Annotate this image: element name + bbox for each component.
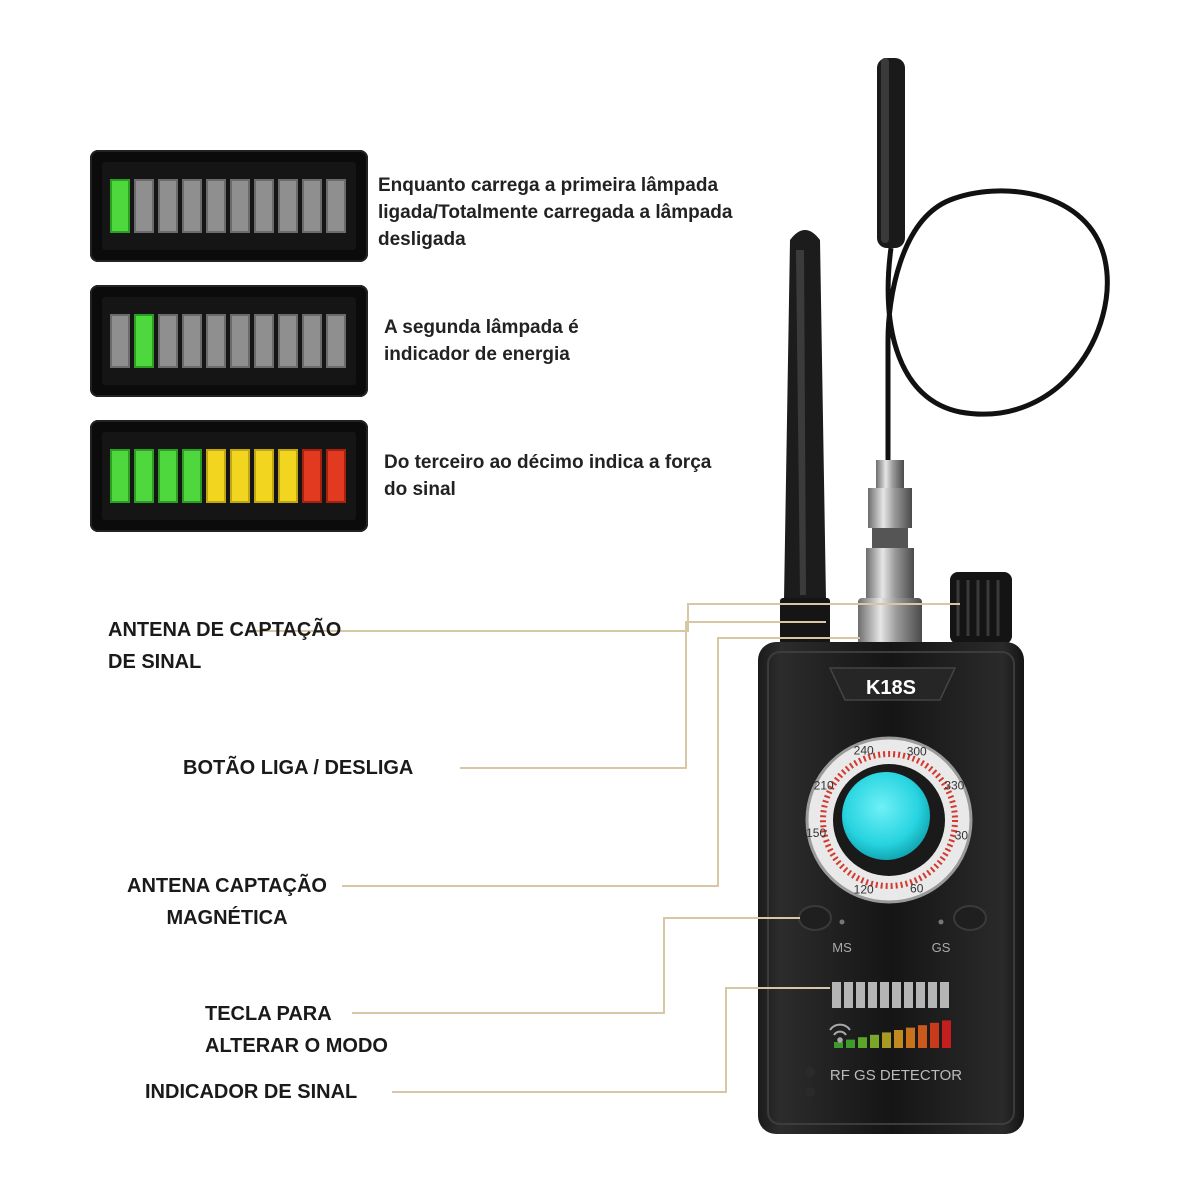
led-segment-green bbox=[182, 449, 202, 503]
led-segment-red bbox=[302, 449, 322, 503]
led-segment-green bbox=[110, 449, 130, 503]
device-led bbox=[844, 982, 853, 1008]
dial-mark: 240 bbox=[854, 743, 874, 757]
power-knob bbox=[950, 572, 1012, 644]
signal-bar bbox=[942, 1020, 951, 1048]
rf-antenna bbox=[780, 230, 830, 646]
signal-bar bbox=[906, 1027, 915, 1048]
dial-mark: 150 bbox=[806, 826, 826, 840]
led-segment-gray bbox=[230, 179, 250, 233]
device-led bbox=[904, 982, 913, 1008]
gs-label: GS bbox=[932, 940, 951, 955]
signal-bar bbox=[870, 1034, 879, 1048]
device-led bbox=[856, 982, 865, 1008]
led-segment-gray bbox=[302, 179, 322, 233]
led-segment-yellow bbox=[206, 449, 226, 503]
device-led bbox=[916, 982, 925, 1008]
led-segment-green bbox=[158, 449, 178, 503]
led-segment-gray bbox=[206, 314, 226, 368]
led-segment-gray bbox=[110, 314, 130, 368]
signal-bar bbox=[930, 1022, 939, 1048]
lens-dial bbox=[805, 736, 973, 904]
led-segment-gray bbox=[254, 314, 274, 368]
dial-mark: 30 bbox=[955, 828, 969, 842]
indicator-description-charging: Enquanto carrega a primeira lâmpada liga… bbox=[378, 175, 733, 250]
led-segment-yellow bbox=[278, 449, 298, 503]
led-segment-gray bbox=[278, 179, 298, 233]
led-segment-gray bbox=[326, 314, 346, 368]
led-segment-green bbox=[134, 449, 154, 503]
led-segment-gray bbox=[182, 179, 202, 233]
gs-button[interactable] bbox=[953, 905, 987, 931]
callout-magnetic-antenna: ANTENA CAPTAÇÃO MAGNÉTICA bbox=[127, 875, 327, 929]
led-segment-green bbox=[110, 179, 130, 233]
dial-mark: 120 bbox=[854, 883, 874, 897]
led-segment-red bbox=[326, 449, 346, 503]
dial-mark: 210 bbox=[814, 778, 834, 792]
device-led bbox=[940, 982, 949, 1008]
led-bar bbox=[102, 162, 356, 250]
indicator-panel-power bbox=[90, 285, 368, 397]
signal-strength-icon bbox=[834, 1020, 951, 1048]
led-segment-gray bbox=[278, 314, 298, 368]
leader-lines bbox=[248, 603, 960, 1093]
detector-label: RF GS DETECTOR bbox=[830, 1067, 962, 1084]
dial-mark: 60 bbox=[910, 882, 924, 896]
camera-lens-icon bbox=[842, 772, 930, 860]
signal-bar bbox=[834, 1042, 843, 1048]
dial-mark: 330 bbox=[944, 778, 964, 792]
ms-label: MS bbox=[832, 940, 852, 955]
callout-power-button: BOTÃO LIGA / DESLIGA bbox=[183, 757, 414, 779]
callout-signal-indicator: INDICADOR DE SINAL bbox=[145, 1081, 358, 1103]
signal-bar bbox=[894, 1030, 903, 1048]
ms-button[interactable] bbox=[798, 905, 832, 931]
signal-bar bbox=[918, 1025, 927, 1048]
speaker-hole bbox=[805, 1087, 815, 1097]
indicator-panel-signal bbox=[90, 420, 368, 532]
indicator-description-power: A segunda lâmpada é indicador de energia bbox=[384, 317, 579, 365]
callout-rf-antenna: ANTENA DE CAPTAÇÃO DE SINAL bbox=[108, 619, 342, 673]
led-segment-gray bbox=[182, 314, 202, 368]
device-led-bar bbox=[832, 982, 949, 1008]
speaker-hole bbox=[805, 1067, 815, 1077]
wifi-icon bbox=[829, 1023, 851, 1043]
mode-buttons bbox=[798, 905, 987, 931]
led-segment-gray bbox=[230, 314, 250, 368]
led-segment-gray bbox=[206, 179, 226, 233]
led-segment-gray bbox=[134, 179, 154, 233]
led-segment-gray bbox=[158, 179, 178, 233]
signal-bar bbox=[858, 1037, 867, 1048]
device-led bbox=[868, 982, 877, 1008]
device-led bbox=[892, 982, 901, 1008]
led-segment-gray bbox=[302, 314, 322, 368]
signal-bar bbox=[882, 1032, 891, 1048]
callout-mode-key: TECLA PARA ALTERAR O MODO bbox=[205, 1003, 388, 1057]
device-led bbox=[880, 982, 889, 1008]
indicator-panel-charging bbox=[90, 150, 368, 262]
magnetic-antenna bbox=[877, 58, 1110, 465]
signal-bar bbox=[846, 1039, 855, 1048]
device-led bbox=[928, 982, 937, 1008]
led-bar bbox=[102, 432, 356, 520]
led-bar bbox=[102, 297, 356, 385]
led-segment-gray bbox=[326, 179, 346, 233]
dial-mark: 300 bbox=[907, 744, 927, 758]
led-segment-yellow bbox=[254, 449, 274, 503]
indicator-description-signal: Do terceiro ao décimo indica a força do … bbox=[384, 452, 712, 500]
led-segment-gray bbox=[158, 314, 178, 368]
device-led bbox=[832, 982, 841, 1008]
led-segment-green bbox=[134, 314, 154, 368]
antenna-connector bbox=[858, 460, 922, 646]
led-segment-yellow bbox=[230, 449, 250, 503]
model-label: K18S bbox=[866, 677, 916, 699]
led-segment-gray bbox=[254, 179, 274, 233]
